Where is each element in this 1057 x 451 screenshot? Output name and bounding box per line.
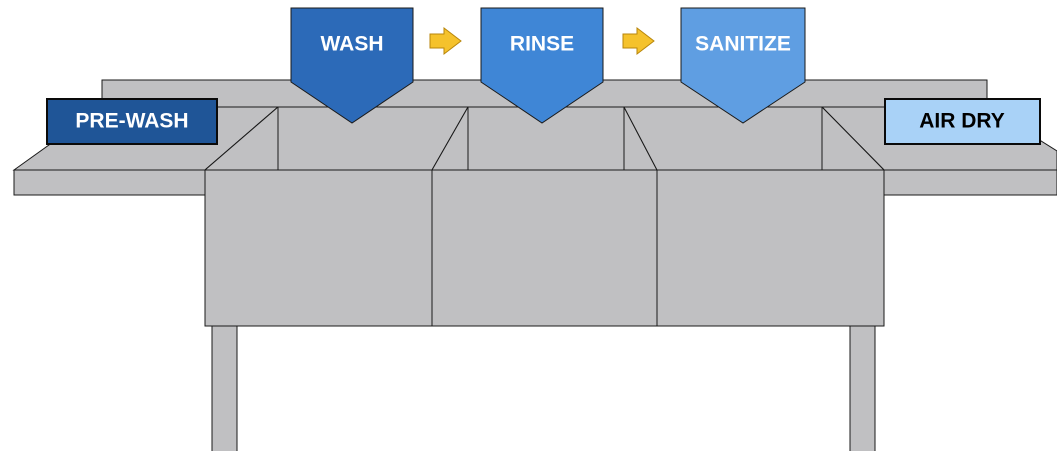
- wash-step-shape: [290, 7, 414, 124]
- rinse-compartment-front: [431, 169, 658, 327]
- wash-compartment-front: [204, 169, 433, 327]
- air-dry-label: AIR DRY: [919, 110, 1005, 133]
- arrow-right-icon: [429, 26, 462, 56]
- left-leg: [211, 325, 238, 451]
- air-dry-box: [884, 98, 1041, 145]
- step-sanitize: SANITIZE: [680, 7, 806, 124]
- rinse-step-label: RINSE: [510, 33, 574, 56]
- right-leg: [849, 325, 876, 451]
- sanitize-step-shape: [680, 7, 806, 124]
- air-dry-label-box: AIR DRY: [884, 98, 1041, 145]
- sink-legs: [211, 325, 876, 451]
- right-drainboard-edge: [883, 169, 1057, 196]
- wash-step-label: WASH: [321, 33, 384, 56]
- step-rinse: RINSE: [480, 7, 604, 124]
- sanitize-compartment-front: [656, 169, 885, 327]
- pre-wash-box: [46, 98, 218, 145]
- pre-wash-label-box: PRE-WASH: [46, 98, 218, 145]
- rinse-step-shape: [480, 7, 604, 124]
- left-drainboard-edge: [13, 169, 206, 196]
- arrow-right-icon: [622, 26, 655, 56]
- pre-wash-label: PRE-WASH: [75, 110, 188, 133]
- compartment-fronts: [204, 169, 885, 327]
- sanitize-step-label: SANITIZE: [695, 33, 791, 56]
- step-wash: WASH: [290, 7, 414, 124]
